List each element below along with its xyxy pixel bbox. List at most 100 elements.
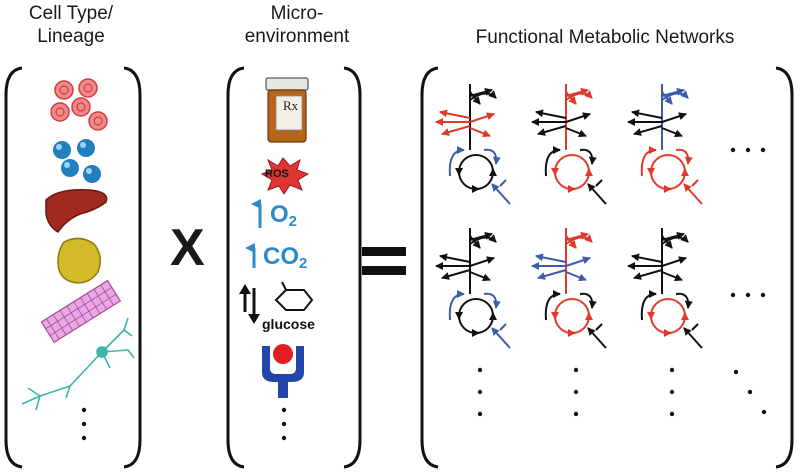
microenvironment-header-line1: Micro- [270, 3, 324, 24]
network-tail [683, 327, 703, 349]
network-tail [683, 183, 703, 205]
network-cycle [458, 298, 494, 334]
network-arc [544, 290, 561, 321]
o2-label: O2 [270, 202, 297, 235]
metabolic-network-0-1 [531, 84, 607, 205]
co2-sub-text: 2 [299, 255, 308, 272]
network-arc [483, 292, 501, 309]
network-branch [469, 235, 481, 249]
network-fan-edge [441, 125, 471, 136]
co2-main-text: CO [263, 243, 299, 270]
network-cycle [554, 298, 590, 334]
network-branch [565, 90, 593, 101]
glucose-label: glucose [262, 316, 315, 332]
cell-type-left-bracket [4, 66, 23, 469]
micro-left-bracket [226, 66, 245, 469]
functional-networks-header: Functional Metabolic Networks [475, 27, 735, 48]
network-tail-tick [595, 323, 603, 331]
ros-label: ROS [265, 168, 289, 180]
network-tail-tick [499, 323, 507, 331]
network-tail-tick [691, 179, 699, 187]
pill-bottle-icon [265, 77, 309, 143]
cell-type-right-bracket [123, 66, 142, 469]
networks-column-ellipses [477, 367, 767, 417]
network-tail [587, 327, 607, 349]
network-tail-tick [499, 179, 507, 187]
network-cycle [650, 298, 686, 334]
network-fan-edge [633, 125, 663, 136]
adipocyte-icon [57, 237, 101, 284]
network-tail [587, 183, 607, 205]
network-arc [640, 290, 657, 321]
network-tail-tick [595, 179, 603, 187]
network-fan-edge [661, 112, 687, 123]
network-branch [469, 91, 481, 105]
o2-main-text: O [270, 201, 289, 228]
network-fan-edge [661, 256, 687, 267]
ros-burst-icon [260, 157, 310, 195]
network-arc [448, 146, 465, 177]
cell-type-header-line1: Cell Type/ [28, 3, 114, 24]
network-branch [661, 90, 689, 101]
networks-grid [435, 84, 703, 349]
network-arc [640, 146, 657, 177]
network-fan-edge [565, 256, 591, 267]
network-tail-tick [691, 323, 699, 331]
network-fan-edge [439, 109, 471, 119]
cell-types-ellipsis [81, 407, 87, 441]
network-arc [544, 146, 561, 177]
muscle-fiber-icon [40, 279, 122, 344]
network-branch [565, 91, 577, 105]
network-branch [661, 235, 673, 249]
network-fan-edge [469, 256, 495, 267]
network-arc [483, 148, 501, 165]
microenvironment-header-line2: environment [244, 26, 350, 47]
microenvironment-header: Micro- environment [228, 2, 366, 48]
network-branch [469, 234, 497, 245]
network-cycle [554, 154, 590, 190]
microenvironment-ellipsis [281, 407, 287, 441]
network-branch [565, 235, 577, 249]
network-branch [661, 91, 673, 105]
metabolic-network-1-0 [435, 228, 511, 349]
network-fan-edge [535, 109, 567, 119]
network-arc [675, 148, 693, 165]
network-fan-edge [631, 253, 663, 263]
network-fan-edge [439, 253, 471, 263]
network-fan-edge [441, 269, 471, 280]
times-operator: X [170, 219, 205, 277]
network-arc [675, 292, 693, 309]
glucose-flux-icon [239, 281, 314, 324]
blue-cells-icon [53, 139, 101, 183]
neuron-icon [21, 317, 135, 411]
network-fan-edge [537, 125, 567, 136]
network-branch [661, 234, 689, 245]
network-fan-edge [535, 253, 567, 263]
network-fan-edge [469, 271, 491, 282]
metabolic-network-1-1 [531, 228, 607, 349]
micro-right-bracket [343, 66, 362, 469]
liver-icon [45, 188, 108, 234]
network-fan-edge [633, 269, 663, 280]
network-fan-edge [565, 112, 591, 123]
networks-right-bracket [775, 66, 794, 469]
red-blood-cells-icon [50, 78, 108, 131]
network-tail [491, 327, 511, 349]
cell-type-header-line2: Lineage [37, 26, 105, 47]
network-branch [565, 234, 593, 245]
networks-row2-ellipsis [730, 292, 766, 298]
network-fan-edge [565, 271, 587, 282]
metabolic-network-0-2 [627, 84, 703, 205]
network-fan-edge [661, 127, 683, 138]
network-fan-edge [469, 112, 495, 123]
rx-label: Rx [283, 98, 298, 114]
o2-sub-text: 2 [288, 213, 298, 230]
network-tail [491, 183, 511, 205]
network-fan-edge [537, 269, 567, 280]
network-fan-edge [631, 109, 663, 119]
network-branch [469, 90, 497, 101]
receptor-icon [262, 344, 304, 398]
networks-left-bracket [420, 66, 439, 469]
network-arc [579, 148, 597, 165]
